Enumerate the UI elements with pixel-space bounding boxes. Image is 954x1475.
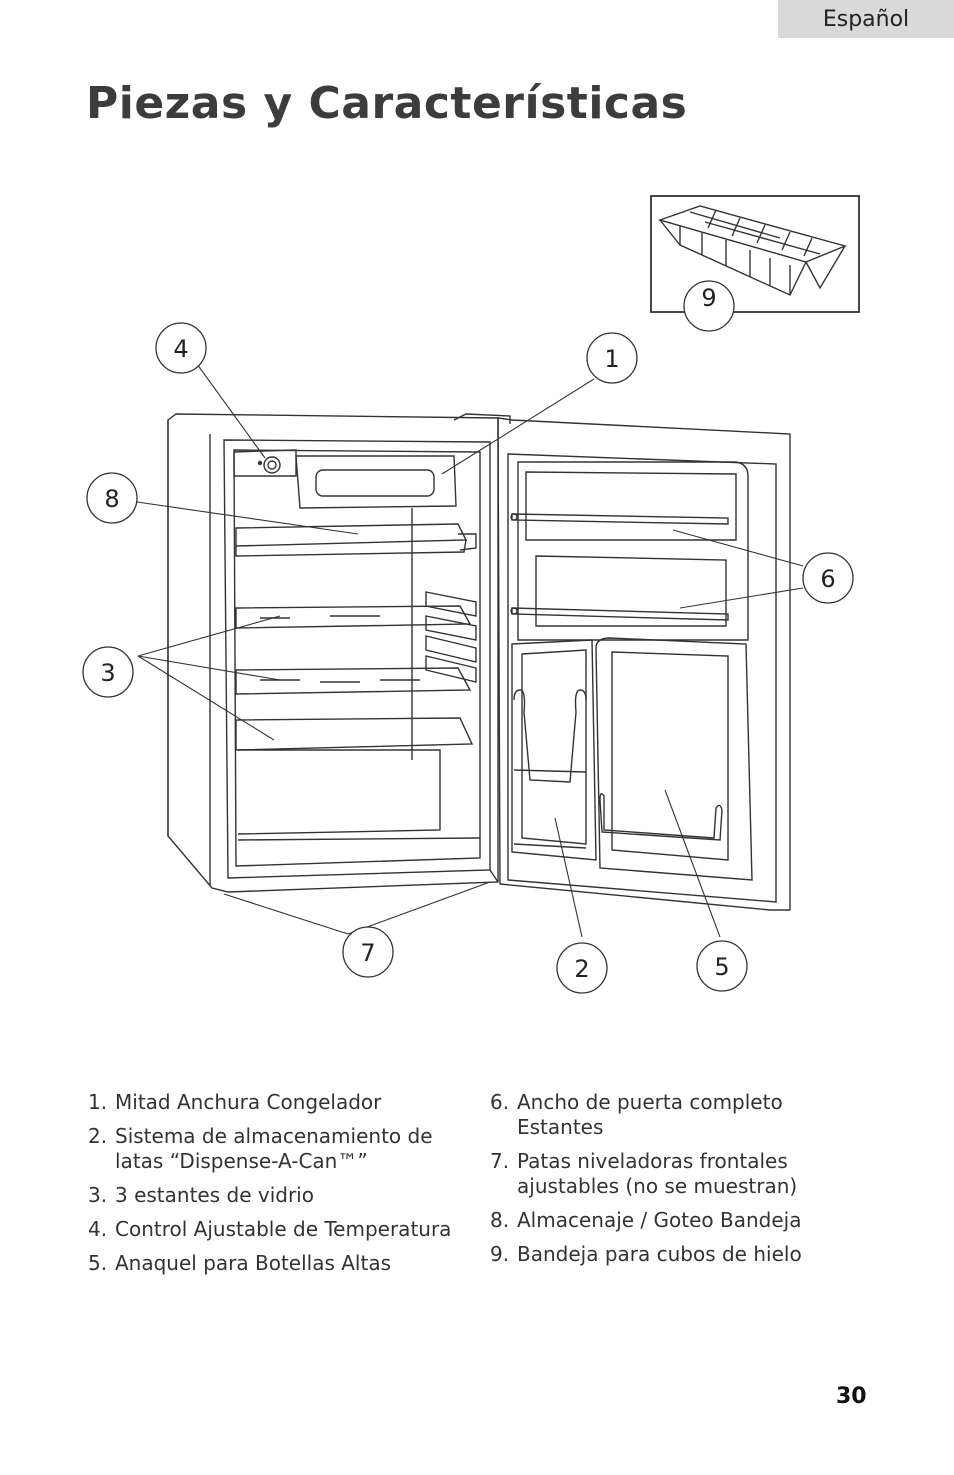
list-item: 8.Almacenaje / Goteo Bandeja (490, 1208, 802, 1232)
refrigerator-door (497, 417, 791, 911)
ice-tray-illustration (650, 195, 860, 313)
page-number: 30 (836, 1384, 867, 1409)
callout-label-5: 5 (714, 953, 729, 981)
refrigerator-cabinet (167, 413, 511, 893)
language-tab: Español (778, 0, 954, 38)
list-item: 5.Anaquel para Botellas Altas (88, 1251, 391, 1275)
callout-label-8: 8 (104, 485, 119, 513)
callout-label-6: 6 (820, 565, 835, 593)
list-item: 1.Mitad Anchura Congelador (88, 1090, 382, 1114)
callout-label-4: 4 (173, 335, 188, 363)
callout-label-9: 9 (701, 284, 716, 312)
refrigerator-diagram: 1 2 3 4 5 6 7 8 9 (82, 195, 860, 994)
callout-label-2: 2 (574, 955, 589, 983)
callout-circles (82, 280, 854, 994)
callout-label-1: 1 (604, 345, 619, 373)
parts-list-left: 1.Mitad Anchura Congelador 2.Sistema de … (88, 1090, 458, 1285)
callout-label-7: 7 (360, 939, 375, 967)
callout-label-3: 3 (100, 659, 115, 687)
page-title: Piezas y Características (86, 78, 688, 129)
list-item: 2.Sistema de almacenamiento de latas “Di… (88, 1124, 433, 1173)
list-item: 6.Ancho de puerta completo Estantes (490, 1090, 783, 1139)
list-item: 3.3 estantes de vidrio (88, 1183, 314, 1207)
list-item: 7.Patas niveladoras frontales ajustables… (490, 1149, 798, 1198)
list-item: 4.Control Ajustable de Temperatura (88, 1217, 452, 1241)
list-item: 9.Bandeja para cubos de hielo (490, 1242, 802, 1266)
parts-list-right: 6.Ancho de puerta completo Estantes 7.Pa… (490, 1090, 870, 1276)
leader-lines (136, 363, 804, 938)
